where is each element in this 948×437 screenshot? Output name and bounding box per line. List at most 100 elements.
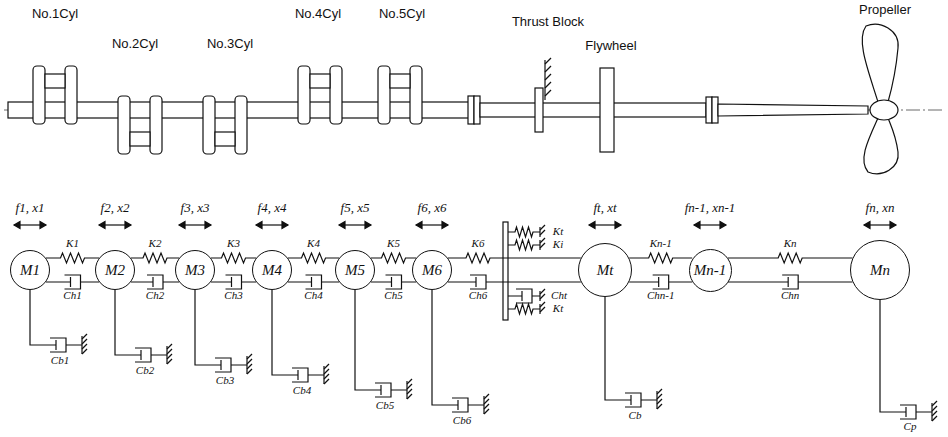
damper-label: Cb6 [452, 415, 472, 427]
arrow-head [256, 222, 288, 229]
ground-damper [605, 297, 657, 407]
damper-connector [371, 275, 416, 289]
mass-circle: Mn-1 [689, 249, 732, 292]
ground-hatch [540, 302, 545, 307]
part-label: Propeller [858, 3, 912, 17]
damper-label: Cb2 [135, 365, 155, 377]
ground-line [539, 227, 540, 237]
damper-label: Cb3 [215, 375, 235, 387]
mass-circle: M6 [412, 250, 452, 290]
damper-label: Cb5 [375, 400, 395, 412]
spring-connector [728, 253, 853, 263]
damper-label: Ch3 [223, 290, 243, 302]
arrow-head [589, 222, 621, 229]
mass-label: M4 [262, 262, 282, 279]
force-label: f5, x5 [340, 201, 371, 215]
damper-label: Ch1 [62, 290, 82, 302]
arrow-head [339, 222, 371, 229]
damper-label: Cp [903, 421, 918, 433]
damper-connector [448, 275, 581, 289]
part-label: No.5Cyl [378, 7, 426, 21]
part-label: No.2Cyl [111, 37, 159, 51]
ground-hatch [82, 334, 87, 339]
damper-connector [46, 275, 99, 289]
spring-symbol [629, 253, 692, 263]
propeller [862, 24, 898, 174]
ground-hatch [540, 238, 545, 243]
part-label: No.4Cyl [294, 7, 342, 21]
ground-hatch [167, 359, 172, 364]
spring-connector [448, 253, 581, 263]
crank-throws [33, 66, 422, 154]
spring-label: Kn-1 [649, 238, 673, 250]
ground-hatch [540, 289, 545, 294]
spring-label: K1 [65, 238, 80, 250]
mass-circle: M4 [252, 250, 292, 290]
spring-connector [211, 253, 256, 263]
mass-label: M3 [185, 262, 205, 279]
damper-label: Cht [550, 290, 568, 302]
spring-connector [371, 253, 416, 263]
ground-hatch [82, 344, 87, 349]
damper-symbol [211, 275, 256, 289]
arrow-head [864, 222, 896, 229]
spring-label: Kt [552, 226, 564, 238]
part-label: Flywheel [584, 39, 637, 53]
ground-hatch [247, 354, 252, 359]
ground-hatch [540, 230, 545, 235]
damper-label: Ch2 [145, 290, 165, 302]
ground-hatch [932, 406, 937, 411]
part-label: No.3Cyl [206, 37, 254, 51]
damper-connector [288, 275, 339, 289]
part-label: Thrust Block [511, 15, 585, 29]
ground-hatch [657, 389, 662, 394]
mass-label: Mn-1 [694, 262, 727, 279]
ground-hatch [324, 364, 329, 369]
thrust-spring [508, 240, 540, 250]
ground-hatch [82, 349, 87, 354]
force-label: ft, xt [592, 201, 617, 215]
model-symbols [14, 222, 937, 422]
part-label: No.1Cyl [31, 7, 79, 21]
arrow-head [416, 222, 448, 229]
arrow-head [694, 222, 726, 229]
mass-circle: M5 [335, 250, 375, 290]
force-label: fn-1, xn-1 [684, 201, 737, 215]
ground-hatch [247, 359, 252, 364]
arrow-head [99, 222, 131, 229]
ground-line [539, 304, 540, 314]
ground-hatch [407, 384, 412, 389]
ground-damper [432, 290, 484, 412]
damper-label: Chn [780, 290, 800, 302]
mass-label: M2 [105, 262, 125, 279]
spring-symbol [288, 253, 339, 263]
damper-label: Cb1 [50, 355, 70, 367]
ground-damper [115, 290, 167, 362]
damper-connector [728, 275, 853, 289]
mass-label: M6 [422, 262, 442, 279]
mass-circle: Mt [578, 243, 632, 297]
ground-line [539, 240, 540, 250]
force-label: f2, x2 [100, 201, 131, 215]
ground-hatch [324, 379, 329, 384]
damper-symbol [629, 275, 692, 289]
ground-hatch [82, 339, 87, 344]
damper-symbol [46, 275, 99, 289]
ground-hatch [407, 394, 412, 399]
ground-damper [880, 300, 932, 419]
damper-symbol [131, 275, 179, 289]
ground-hatch [324, 369, 329, 374]
ground-hatch [540, 225, 545, 230]
ground-damper [30, 290, 82, 352]
spring-symbol [448, 253, 581, 263]
damper-label: Ch6 [468, 290, 488, 302]
spring-symbol [371, 253, 416, 263]
spring-symbol [211, 253, 256, 263]
shafting [468, 68, 868, 152]
ground-hatch [657, 394, 662, 399]
ground-hatch [657, 399, 662, 404]
damper-symbol [288, 275, 339, 289]
ground-hatch [932, 401, 937, 406]
damper-connector [211, 275, 256, 289]
thrust-spring [508, 227, 540, 237]
